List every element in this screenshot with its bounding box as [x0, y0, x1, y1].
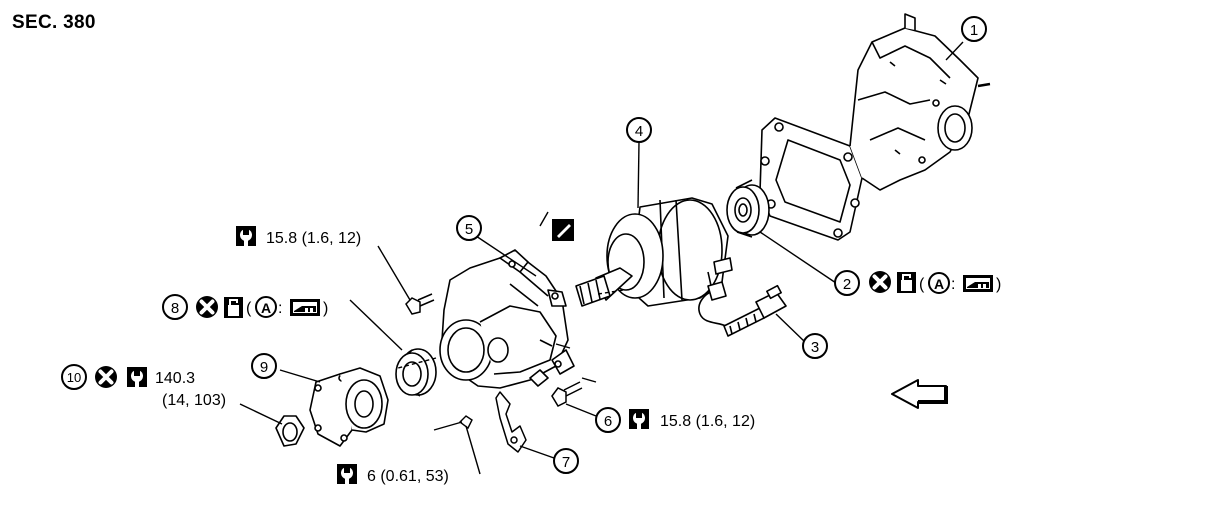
section-title: SEC. 380 [12, 12, 96, 33]
svg-text:A: A [261, 300, 271, 316]
torque-wrench-icon [127, 367, 147, 387]
front-housing-part-5 [439, 249, 575, 389]
callout-4: 4 [626, 117, 652, 143]
torque-wrench-icon [629, 409, 649, 429]
bolt-part-5 [405, 293, 435, 315]
paren-close: ) [323, 300, 328, 317]
leader-lines [239, 41, 964, 475]
sensor-harness-part-3 [698, 281, 787, 337]
apply-grease-icon [223, 296, 244, 319]
svg-text:2: 2 [843, 276, 851, 293]
companion-flange-part-9 [309, 367, 389, 447]
callout-3: 3 [802, 333, 828, 359]
electric-controlled-coupling [575, 197, 733, 307]
colon: : [951, 276, 955, 293]
svg-text:A: A [934, 276, 944, 292]
callout-9: 9 [251, 353, 277, 379]
svg-text:6: 6 [604, 413, 612, 430]
torque-spec-part-7: 6 (0.61, 53) [367, 468, 449, 485]
sealant-icon [963, 275, 993, 292]
callout-1: 1 [961, 16, 987, 42]
torque-wrench-icon [236, 226, 256, 246]
torque-spec-part-10-value: 140.3 [155, 370, 195, 387]
svg-text:4: 4 [635, 123, 643, 140]
callout-8: 8 [162, 294, 188, 320]
svg-text:7: 7 [562, 454, 570, 471]
paren-open: ( [246, 300, 252, 317]
bracket-part-7 [495, 391, 527, 453]
torque-spec-part-5: 15.8 (1.6, 12) [266, 230, 361, 247]
callout-7: 7 [553, 448, 579, 474]
svg-text:9: 9 [260, 359, 268, 376]
self-lock-nut-part-10 [275, 415, 305, 447]
svg-text:5: 5 [465, 221, 473, 238]
colon: : [278, 300, 282, 317]
do-not-reuse-icon [194, 294, 220, 320]
bearing-part-2 [726, 179, 770, 238]
circle-a-icon: A [928, 272, 950, 294]
final-drive-housing [759, 13, 991, 241]
circle-a-icon: A [255, 296, 277, 318]
bolt-part-6 [551, 381, 583, 407]
callout-10: 10 [61, 364, 87, 390]
housing-leader-dash [539, 211, 597, 383]
apply-sealant-icon [552, 219, 574, 241]
paren-close: ) [996, 276, 1001, 293]
apply-grease-icon [896, 271, 917, 294]
torque-spec-part-6: 15.8 (1.6, 12) [660, 413, 755, 430]
svg-text:10: 10 [67, 370, 81, 385]
torque-wrench-icon [337, 464, 357, 484]
callout-5: 5 [456, 215, 482, 241]
svg-text:3: 3 [811, 339, 819, 356]
do-not-reuse-icon [93, 364, 119, 390]
torque-spec-part-10-units: (14, 103) [162, 392, 226, 409]
do-not-reuse-icon [867, 269, 893, 295]
svg-text:8: 8 [171, 300, 179, 317]
oil-seal-part-8 [395, 348, 437, 397]
paren-open: ( [919, 276, 925, 293]
svg-text:1: 1 [970, 22, 978, 39]
screw-part-7 [458, 415, 473, 430]
callout-6: 6 [595, 407, 621, 433]
sealant-icon [290, 299, 320, 316]
callout-2: 2 [834, 270, 860, 296]
front-direction-arrow-icon [891, 379, 948, 409]
